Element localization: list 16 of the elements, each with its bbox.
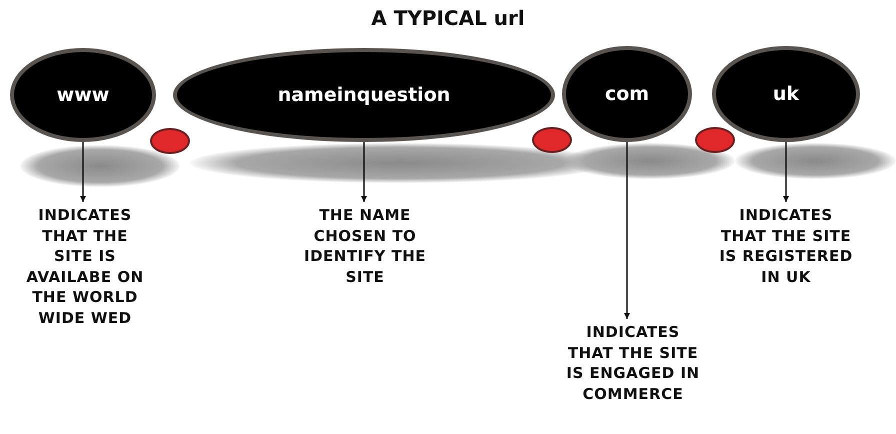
leader-line bbox=[783, 142, 789, 202]
node-label: www bbox=[56, 84, 110, 106]
leader-line bbox=[624, 142, 630, 319]
dot-circle bbox=[150, 128, 190, 154]
leader-line bbox=[80, 142, 86, 202]
node-label: nameinquestion bbox=[278, 84, 450, 106]
description-text: THE NAME CHOSEN TO IDENTIFY THE SITE bbox=[299, 205, 431, 287]
description-text: INDICATES THAT THE SITE IS REGISTERED IN UK bbox=[716, 205, 856, 287]
description-text: INDICATES THAT THE SITE IS AVAILABE ON THE WORLD WIDE WED bbox=[24, 205, 146, 328]
leader-line bbox=[361, 142, 367, 202]
description-text: INDICATES THAT THE SITE IS ENGAGED IN COMMERCE bbox=[565, 322, 701, 404]
node-label: uk bbox=[772, 83, 800, 105]
node-label: com bbox=[604, 83, 650, 105]
dot-circle bbox=[532, 127, 572, 153]
title: A TYPICAL url bbox=[370, 6, 526, 30]
dot-circle bbox=[695, 127, 735, 153]
